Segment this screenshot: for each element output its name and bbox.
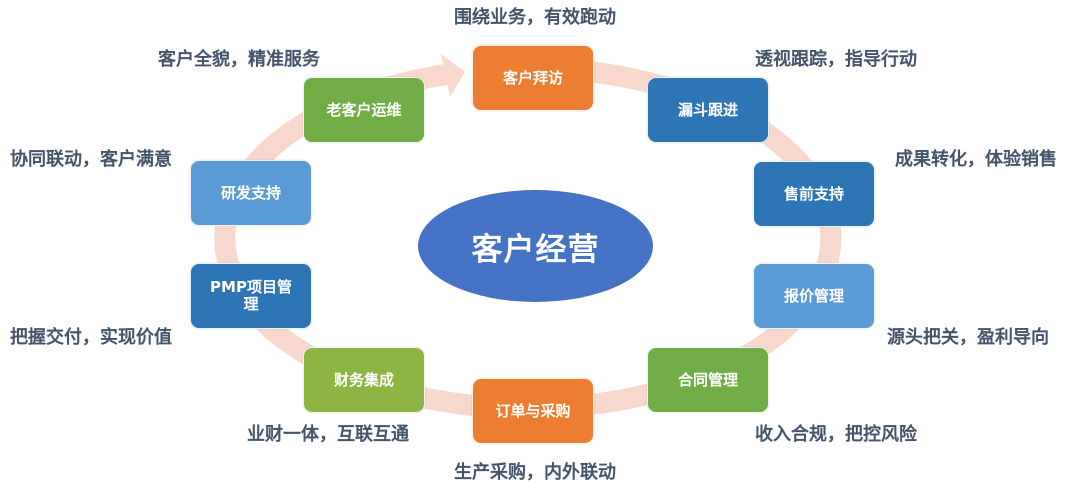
node-existing-customer-ops[interactable]: 老客户运维: [303, 77, 425, 143]
node-label: 合同管理: [677, 370, 738, 389]
node-label: 财务集成: [333, 370, 394, 389]
node-funnel-followup[interactable]: 漏斗跟进: [647, 77, 769, 143]
caption-funnel-followup: 透视跟踪，指导行动: [755, 49, 917, 70]
node-label: 售前支持: [783, 184, 844, 203]
node-label: 研发支持: [220, 183, 281, 202]
caption-finance-integration: 业财一体，互联互通: [247, 424, 409, 445]
node-label: PMP项目管理: [210, 278, 292, 313]
caption-pmp-project-management: 把握交付，实现价值: [10, 327, 172, 348]
caption-order-procurement: 生产采购，内外联动: [454, 462, 616, 483]
node-order-procurement[interactable]: 订单与采购: [472, 378, 594, 444]
caption-rnd-support: 协同联动，客户满意: [10, 149, 172, 170]
caption-presales-support: 成果转化，体验销售: [895, 149, 1057, 170]
cycle-arrowhead-icon: [441, 54, 465, 97]
center-hub-label: 客户经营: [471, 231, 600, 268]
node-label: 订单与采购: [495, 401, 571, 420]
node-label: 报价管理: [783, 286, 844, 305]
caption-quote-management: 源头把关，盈利导向: [887, 327, 1049, 348]
node-contract-management[interactable]: 合同管理: [647, 347, 769, 413]
node-quote-management[interactable]: 报价管理: [753, 263, 875, 329]
node-customer-visit[interactable]: 客户拜访: [472, 45, 594, 111]
node-label: 漏斗跟进: [677, 100, 738, 119]
node-rnd-support[interactable]: 研发支持: [190, 160, 312, 226]
node-label: 客户拜访: [502, 68, 563, 87]
node-presales-support[interactable]: 售前支持: [753, 161, 875, 227]
center-hub: 客户经营: [418, 190, 653, 302]
node-label: 老客户运维: [326, 100, 402, 119]
caption-contract-management: 收入合规，把控风险: [755, 424, 917, 445]
node-finance-integration[interactable]: 财务集成: [303, 347, 425, 413]
caption-existing-customer-ops: 客户全貌，精准服务: [158, 49, 320, 70]
caption-customer-visit: 围绕业务，有效跑动: [454, 7, 616, 28]
node-pmp-project-management[interactable]: PMP项目管理: [190, 263, 312, 329]
